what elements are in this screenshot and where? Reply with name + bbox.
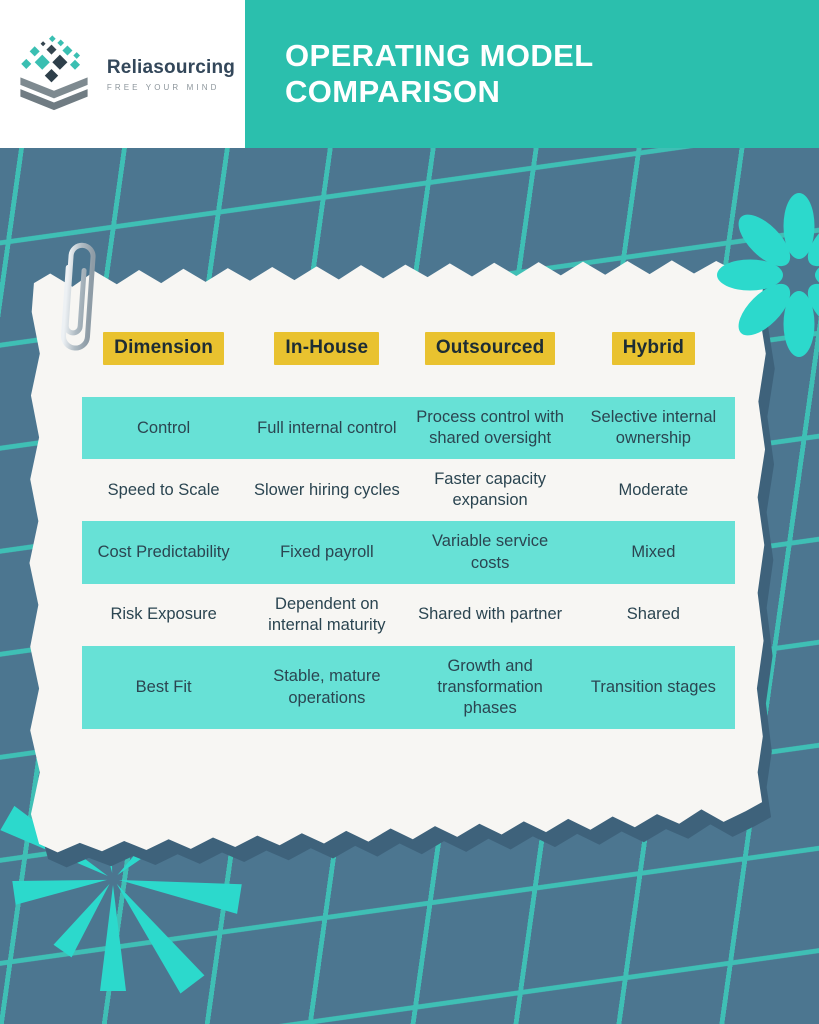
column-header-outsourced: Outsourced <box>409 332 572 365</box>
header-badge: Outsourced <box>424 332 556 365</box>
logo-mark-icon <box>20 35 88 111</box>
comparison-table: Dimension In-House Outsourced Hybrid Con… <box>82 332 735 730</box>
torn-paper: Dimension In-House Outsourced Hybrid Con… <box>29 260 766 853</box>
cell-outsourced: Variable service costs <box>432 532 549 572</box>
cell-outsourced: Shared with partner <box>418 605 563 624</box>
cell-in-house: Stable, mature operations <box>273 667 381 707</box>
table-row: Control Full internal control Process co… <box>82 397 735 460</box>
cell-in-house: Dependent on internal maturity <box>268 594 386 634</box>
table-row: Risk Exposure Dependent on internal matu… <box>82 584 735 646</box>
cell-outsourced: Growth and transformation phases <box>437 656 543 718</box>
cell-in-house: Full internal control <box>257 418 397 437</box>
cell-hybrid: Transition stages <box>590 677 716 696</box>
header-badge: In-House <box>274 332 380 365</box>
column-header-in-house: In-House <box>245 332 408 365</box>
cell-dimension: Speed to Scale <box>107 480 220 499</box>
cell-outsourced: Faster capacity expansion <box>434 470 547 510</box>
cell-dimension: Risk Exposure <box>110 605 217 624</box>
header-badge: Hybrid <box>611 332 696 365</box>
cell-dimension: Best Fit <box>135 677 192 696</box>
header-badge: Dimension <box>103 332 225 365</box>
cell-dimension: Control <box>137 418 191 437</box>
cell-hybrid: Selective internal ownership <box>590 408 717 448</box>
table-row: Cost Predictability Fixed payroll Variab… <box>82 521 735 584</box>
table-row: Speed to Scale Slower hiring cycles Fast… <box>82 459 735 521</box>
cell-hybrid: Shared <box>626 605 680 624</box>
logo: Reliasourcing FREE YOUR MIND <box>0 0 245 148</box>
cell-dimension: Cost Predictability <box>97 542 230 561</box>
cell-in-house: Slower hiring cycles <box>253 480 400 499</box>
cell-hybrid: Mixed <box>631 542 676 561</box>
title-banner: OPERATING MODEL COMPARISON <box>245 0 819 148</box>
paper-sheet: Dimension In-House Outsourced Hybrid Con… <box>28 258 768 856</box>
table-header-row: Dimension In-House Outsourced Hybrid <box>82 332 735 365</box>
brand-name: Reliasourcing <box>106 56 236 78</box>
table-row: Best Fit Stable, mature operations Growt… <box>82 645 735 730</box>
logo-text: Reliasourcing FREE YOUR MIND <box>107 57 235 92</box>
cell-hybrid: Moderate <box>618 480 689 499</box>
header-bar: Reliasourcing FREE YOUR MIND OPERATING M… <box>0 0 819 148</box>
brand-tagline: FREE YOUR MIND <box>106 82 220 92</box>
paperclip-icon <box>61 242 96 351</box>
column-header-dimension: Dimension <box>82 332 245 365</box>
flower-icon <box>717 193 819 357</box>
page-title: OPERATING MODEL COMPARISON <box>285 38 593 109</box>
cell-outsourced: Process control with shared oversight <box>416 408 564 448</box>
cell-in-house: Fixed payroll <box>280 542 374 561</box>
column-header-hybrid: Hybrid <box>572 332 735 365</box>
